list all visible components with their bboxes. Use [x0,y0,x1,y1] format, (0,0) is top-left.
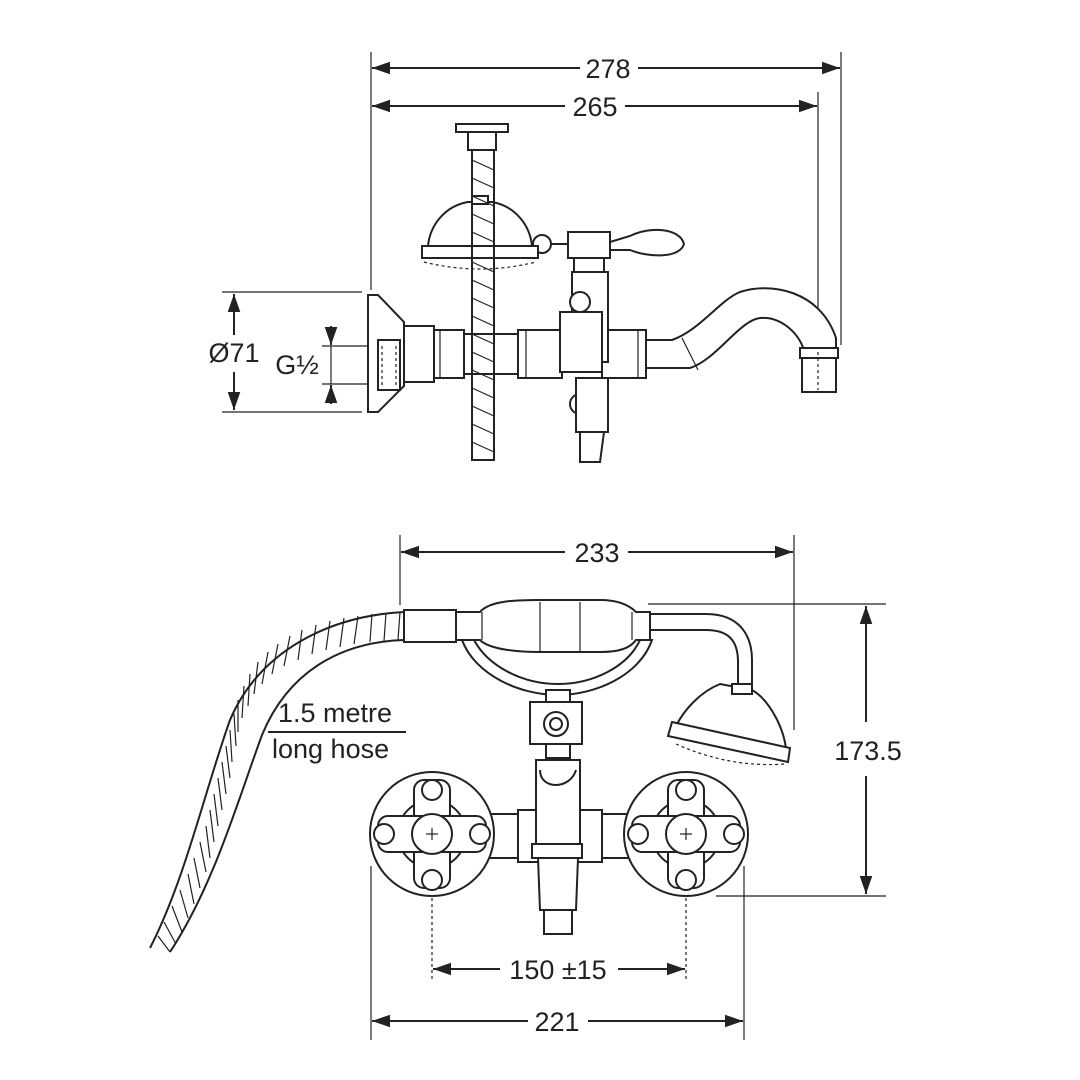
right-tap-handle [623,771,749,897]
spout [645,287,839,393]
dim-diameter-label: Ø71 [208,338,259,368]
hose-front [149,609,457,953]
dimension-thread: G½ [275,326,380,404]
dim-150-label: 150 ±15 [509,955,606,985]
left-tap-handle [369,771,495,897]
dim-278-label: 278 [585,54,630,84]
handset [455,599,753,697]
hose-note-line1: 1.5 metre [278,698,392,728]
wall-flange [367,294,435,413]
front-view: 233 173.5 150 ±15 221 1.5 metre lo [149,535,902,1040]
hose-side [455,123,509,461]
side-view: 278 265 Ø71 G½ [208,52,842,463]
shower-head-front [666,682,792,766]
dim-233-label: 233 [574,538,619,568]
dimension-spout-reach: 265 [372,92,817,122]
dim-thread-label: G½ [275,350,319,380]
dim-221-label: 221 [534,1007,579,1037]
dimension-body-width: 221 [372,1007,743,1037]
cradle [529,689,583,759]
dimension-handset-span: 233 [401,538,793,568]
dimension-handset-height: 173.5 [834,606,902,894]
hose-note-line2: long hose [272,734,389,764]
hose-note: 1.5 metre long hose [268,698,406,764]
mixer-body-front [469,759,651,935]
dim-173-label: 173.5 [834,736,902,766]
dimension-centres: 150 ±15 [433,955,685,985]
shower-head-side [421,195,539,270]
dim-265-label: 265 [572,92,617,122]
dimension-flange-diameter: Ø71 [208,291,362,413]
diverter-valve [532,228,686,463]
mixer-body [433,329,647,379]
dimension-overall-width: 278 [372,54,840,84]
